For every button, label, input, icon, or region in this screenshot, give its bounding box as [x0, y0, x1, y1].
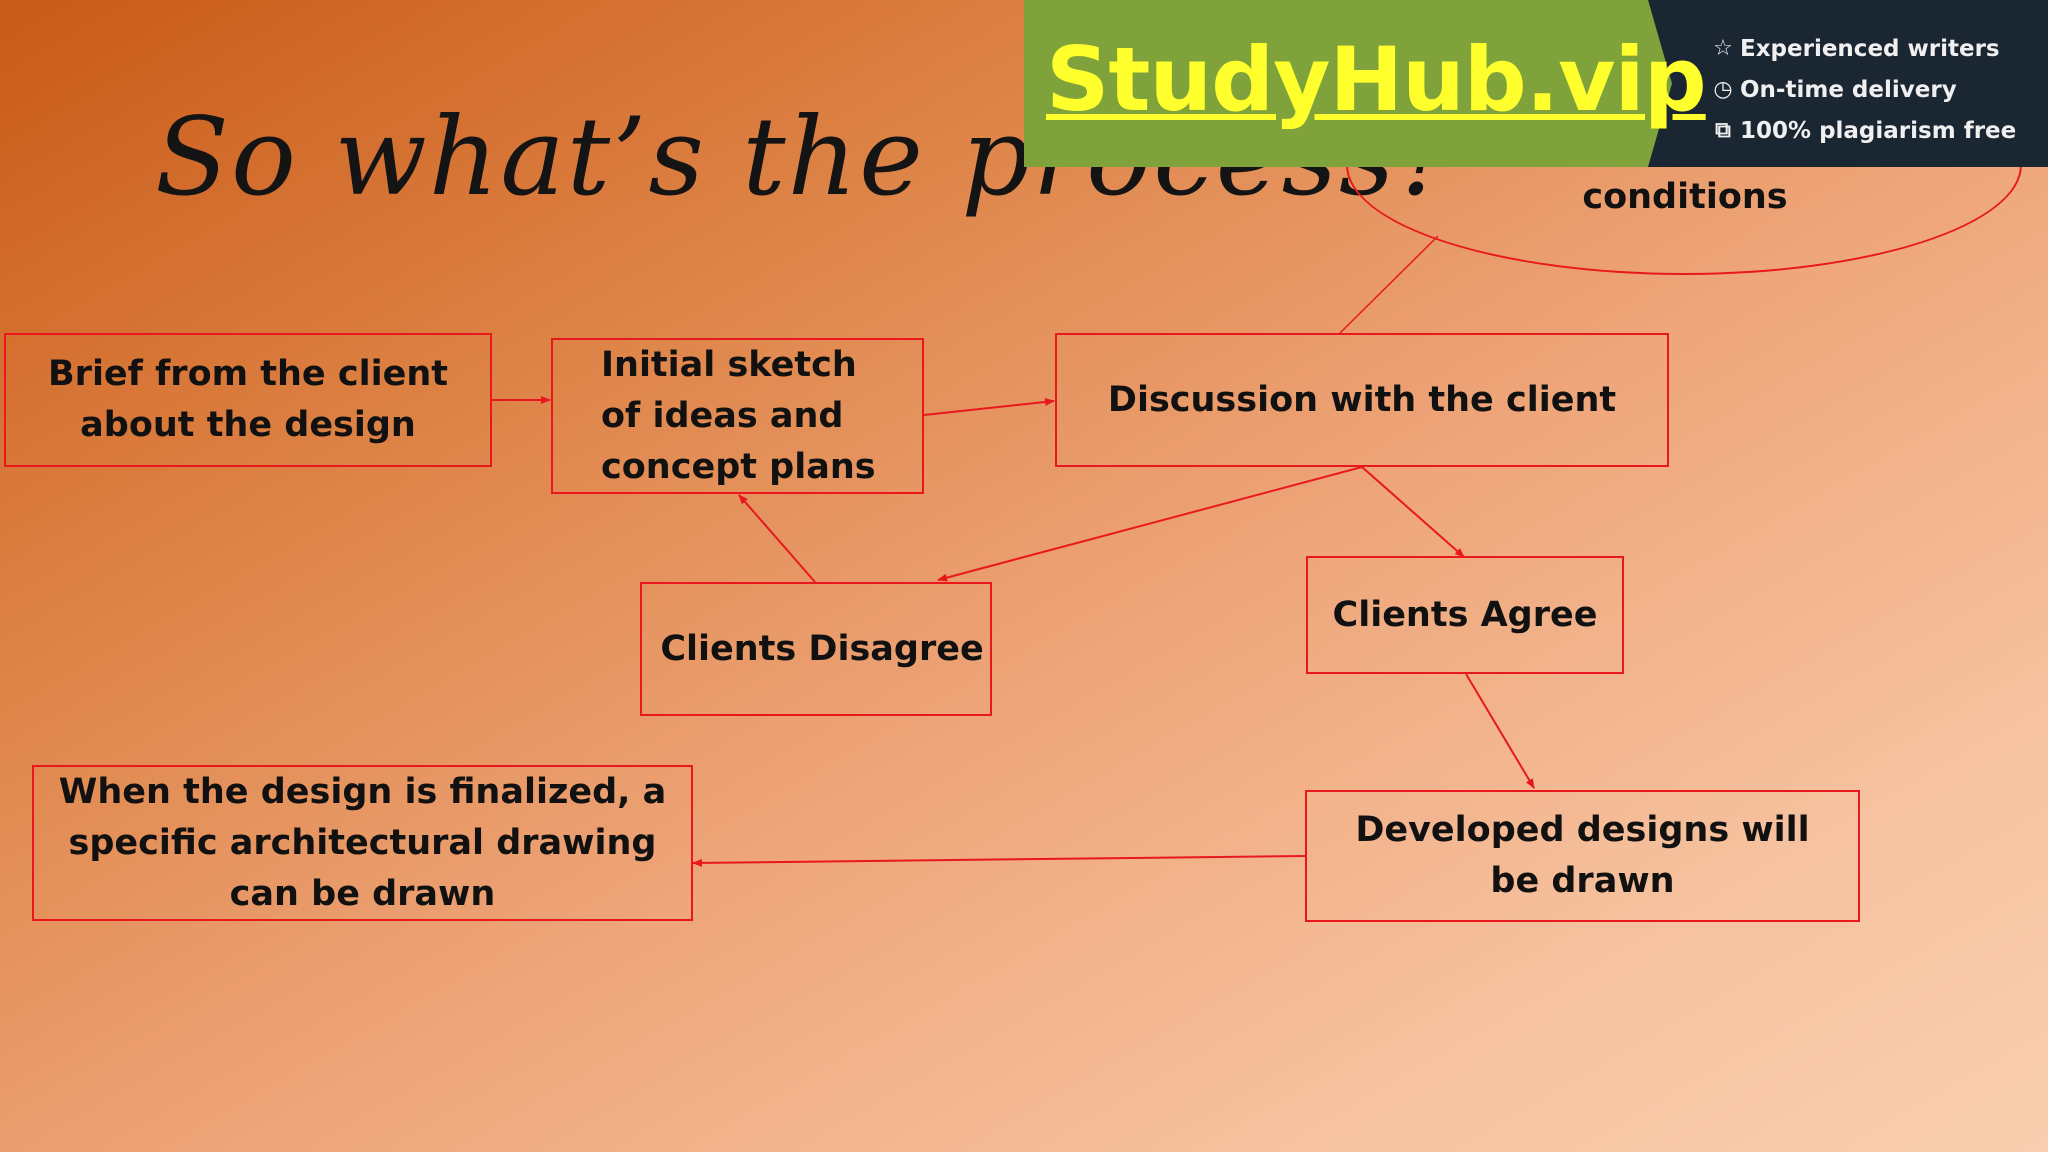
edge-discussion-to-agree [1361, 466, 1465, 558]
ad-feature-label: On-time delivery [1740, 76, 1957, 103]
ad-feature-label: 100% plagiarism free [1740, 117, 2017, 144]
node-brief: Brief from the client about the design [4, 333, 492, 467]
studyhub-logo[interactable]: StudyHub.vip [1046, 28, 1707, 131]
node-sketch: Initial sketch of ideas and concept plan… [551, 338, 924, 494]
ad-dark-panel [1648, 0, 2048, 167]
node-agree: Clients Agree [1306, 556, 1624, 674]
edge-disagree-to-sketch [738, 494, 816, 583]
clock-icon: ◷ [1713, 77, 1733, 102]
ad-feature-writers: ☆ Experienced writers [1710, 28, 2016, 69]
star-icon: ☆ [1713, 36, 1733, 61]
edge-discussion-to-conditions [1339, 235, 1439, 334]
ad-feature-label: Experienced writers [1740, 35, 2000, 62]
edge-agree-to-developed [1465, 673, 1535, 789]
studyhub-ad-banner[interactable]: StudyHub.vip ☆ Experienced writers ◷ On-… [1024, 0, 2048, 167]
conditions-label: conditions [1582, 177, 1788, 217]
edge-developed-to-finalized [692, 855, 1306, 867]
node-disagree: Clients Disagree [640, 582, 992, 716]
node-discussion: Discussion with the client [1055, 333, 1669, 467]
node-developed: Developed designs will be drawn [1305, 790, 1860, 922]
node-finalized: When the design is finalized, a specific… [32, 765, 693, 921]
ad-feature-plagiarism: ⧉ 100% plagiarism free [1710, 110, 2016, 151]
copy-icon: ⧉ [1715, 118, 1731, 143]
edge-sketch-to-discussion [923, 397, 1055, 416]
ad-features-list: ☆ Experienced writers ◷ On-time delivery… [1710, 28, 2016, 151]
edge-discussion-to-disagree [937, 466, 1363, 582]
ad-feature-delivery: ◷ On-time delivery [1710, 69, 2016, 110]
ad-green-panel [1024, 0, 1676, 167]
